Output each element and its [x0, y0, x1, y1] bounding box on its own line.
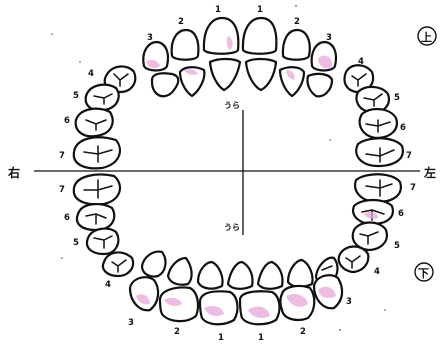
upper-left-number-5: 5 [394, 93, 400, 103]
upper-left-number-3: 3 [326, 33, 332, 43]
inner-bottom-label: うら [224, 223, 240, 232]
tooth-upper-inner-r3[interactable] [152, 73, 178, 96]
tooth-upper-right-7[interactable] [74, 137, 120, 168]
tooth-upper-inner-r2[interactable] [180, 67, 204, 96]
speck [329, 139, 331, 141]
lower-right-number-7: 7 [59, 185, 65, 195]
left-side-label: 左 [423, 165, 436, 180]
tooth-lower-inner-l1[interactable] [258, 262, 283, 289]
tooth-upper-right-1[interactable] [204, 18, 238, 54]
lower-right-number-1: 1 [218, 333, 224, 343]
lower-left-number-1: 1 [258, 333, 264, 343]
lower-jaw-marker: 下 [415, 263, 433, 281]
lower-jaw-label: 下 [418, 267, 429, 280]
lower-right-number-5: 5 [73, 238, 79, 248]
upper-right-number-2: 2 [178, 17, 184, 27]
upper-left-number-4: 4 [358, 57, 364, 67]
tooth-lower-left-1[interactable] [240, 291, 279, 324]
tooth-lower-right-2[interactable] [160, 288, 198, 322]
tooth-upper-right-5[interactable] [86, 85, 119, 111]
tooth-lower-right-3[interactable] [130, 277, 158, 310]
upper-right-number-6: 6 [64, 116, 70, 126]
tooth-lower-left-7[interactable] [355, 174, 401, 202]
tooth-lower-inner-r2[interactable] [168, 258, 192, 285]
tooth-upper-inner-l1[interactable] [246, 59, 276, 90]
speck [79, 61, 81, 63]
tooth-lower-inner-r1[interactable] [198, 262, 223, 289]
speck [339, 329, 341, 331]
lower-right-number-3: 3 [128, 318, 134, 328]
upper-right-number-3: 3 [147, 33, 153, 43]
upper-left-number-7: 7 [406, 151, 412, 161]
speck [384, 309, 386, 311]
speck [295, 5, 297, 7]
tooth-lower-right-7[interactable] [74, 175, 120, 205]
upper-left-number-2: 2 [294, 17, 300, 27]
lower-right-number-6: 6 [64, 213, 70, 223]
tooth-lower-left-3[interactable] [314, 275, 342, 308]
tooth-upper-left-1[interactable] [243, 18, 276, 54]
tooth-lower-right-5[interactable] [87, 229, 118, 254]
tooth-upper-inner-l2[interactable] [280, 67, 304, 96]
tooth-upper-right-2[interactable] [172, 30, 199, 60]
tooth-lower-left-2[interactable] [281, 286, 315, 320]
tooth-lower-right-1[interactable] [200, 291, 237, 324]
tooth-lower-inner-c1[interactable] [228, 262, 253, 289]
tooth-upper-inner-l3[interactable] [307, 74, 332, 96]
tooth-lower-left-4[interactable] [339, 247, 369, 273]
lower-right-number-2: 2 [174, 327, 180, 337]
tooth-lower-right-6[interactable] [77, 204, 114, 230]
tooth-upper-inner-r1[interactable] [210, 59, 240, 90]
lower-left-number-6: 6 [398, 209, 404, 219]
tooth-upper-right-6[interactable] [76, 109, 113, 137]
upper-left-number-1: 1 [257, 5, 263, 15]
tooth-upper-left-7[interactable] [356, 138, 403, 166]
lower-left-number-4: 4 [374, 267, 380, 277]
right-side-label: 右 [7, 165, 20, 180]
upper-left-number-6: 6 [400, 123, 406, 133]
speck [51, 33, 53, 35]
upper-right-number-4: 4 [88, 69, 94, 79]
tooth-lower-left-6[interactable] [353, 200, 393, 224]
upper-jaw-marker: 上 [418, 27, 436, 45]
lower-left-number-7: 7 [410, 183, 416, 193]
tooth-upper-left-2[interactable] [283, 30, 310, 60]
speck [61, 257, 63, 259]
tooth-upper-left-6[interactable] [360, 109, 397, 138]
upper-right-number-7: 7 [59, 151, 65, 161]
upper-jaw-label: 上 [421, 30, 432, 44]
lower-left-number-2: 2 [300, 327, 306, 337]
lower-right-number-4: 4 [105, 280, 111, 290]
lower-left-number-5: 5 [394, 241, 400, 251]
tooth-lower-inner-r3[interactable] [142, 252, 165, 277]
tooth-upper-right-3[interactable] [143, 42, 168, 71]
tooth-lower-inner-l2[interactable] [288, 260, 313, 287]
upper-right-number-5: 5 [73, 91, 79, 101]
tooth-upper-left-3[interactable] [312, 42, 336, 71]
tooth-lower-right-4[interactable] [103, 252, 133, 276]
lower-left-number-3: 3 [346, 297, 352, 307]
inner-top-label: うら [224, 101, 240, 110]
upper-right-number-1: 1 [215, 5, 221, 15]
